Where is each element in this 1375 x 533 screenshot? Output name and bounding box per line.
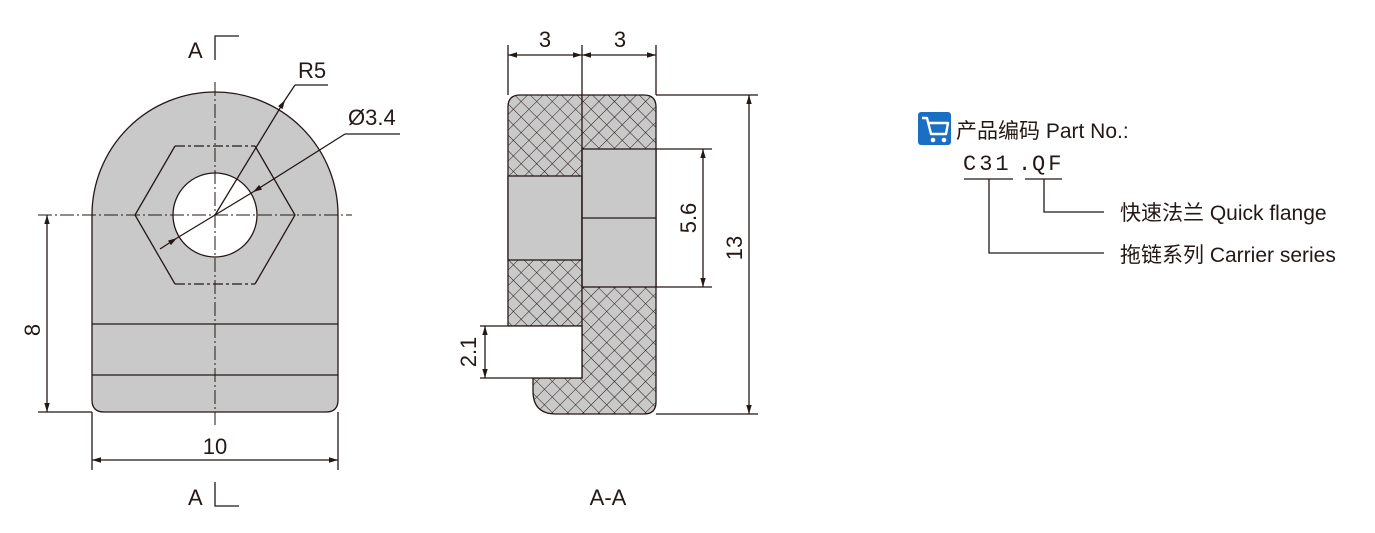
hole-diameter-leader-inner <box>159 237 178 250</box>
hole-diameter-dimension: Ø3.4 <box>348 105 396 130</box>
section-marker-top <box>214 35 239 60</box>
section-view-title: A-A <box>590 485 627 510</box>
right-width-dimension: 3 <box>614 27 626 52</box>
section-marker-top-label: A <box>188 38 203 63</box>
radius-leader <box>214 99 286 216</box>
slot-height-dimension: 2.1 <box>456 337 481 368</box>
prefix-leader <box>988 179 1104 254</box>
legend-quick-flange: 快速法兰 Quick flange <box>1120 202 1327 225</box>
section-slot-outline <box>480 325 583 379</box>
section-slot <box>480 326 582 378</box>
part-code-suffix: QF <box>1032 152 1064 177</box>
width-dimension: 10 <box>203 434 227 459</box>
total-height-dimension: 13 <box>722 236 747 260</box>
left-width-dimension: 3 <box>539 27 551 52</box>
section-view: 3 3 5.6 13 2.1 A-A <box>456 27 758 510</box>
section-marker-bottom <box>214 482 239 507</box>
hole-diameter-leader <box>252 133 346 193</box>
pocket-height-dimension: 5.6 <box>676 203 701 234</box>
section-bore-band <box>507 175 583 261</box>
legend-carrier-series: 拖链系列 Carrier series <box>1120 244 1336 267</box>
part-number-heading: 产品编码 Part No.: <box>956 120 1129 143</box>
shopping-cart-icon <box>918 112 951 145</box>
part-number-legend: 产品编码 Part No.: C31 . QF 快速法兰 Quick flang… <box>918 112 1336 267</box>
hole-diameter-leader-line <box>176 191 254 239</box>
radius-dimension: R5 <box>298 58 326 83</box>
part-code-separator: . <box>1018 152 1034 177</box>
radius-leader-segment <box>284 84 296 101</box>
suffix-leader <box>1043 179 1104 213</box>
part-code-prefix: C31 <box>963 152 1012 177</box>
front-view: A A R5 Ø3.4 8 10 <box>20 35 400 510</box>
section-marker-bottom-label: A <box>188 485 203 510</box>
height-dimension: 8 <box>20 324 45 336</box>
